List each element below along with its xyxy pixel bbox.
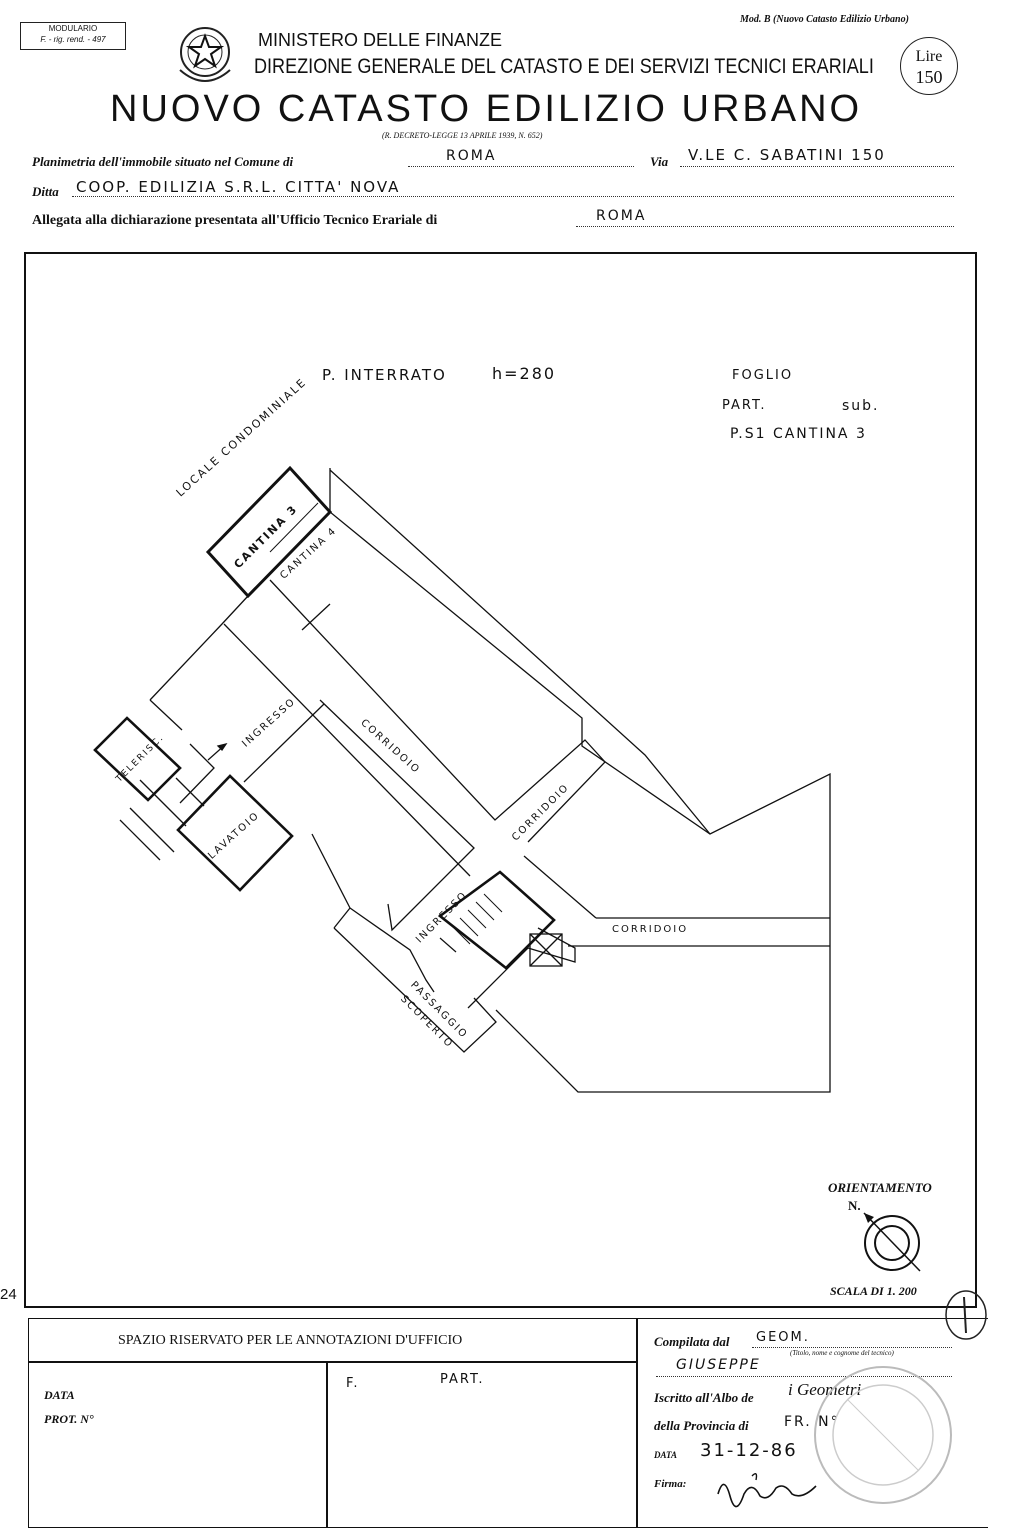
floor-plan-drawing <box>93 465 831 1093</box>
allegata-value: ROMA <box>596 208 647 224</box>
office-divider <box>636 1318 638 1528</box>
office-f-label: F. <box>346 1376 360 1391</box>
unit-label: P.S1 CANTINA 3 <box>730 426 867 442</box>
provincia-label: della Provincia di <box>654 1418 749 1433</box>
allegata-label: Allegata alla dichiarazione presentata a… <box>32 213 438 228</box>
office-header-rule <box>28 1361 638 1363</box>
north-label: N. <box>848 1198 861 1213</box>
office-data-label: DATA <box>44 1388 75 1402</box>
planimetria-label: Planimetria dell'immobile situato nel Co… <box>32 154 294 169</box>
allegata-line <box>576 226 954 227</box>
via-label: Via <box>650 154 669 169</box>
page-corner-mark-icon <box>945 1290 987 1340</box>
modulario-line2: F. - rig. rend. - 497 <box>40 35 106 44</box>
model-label: Mod. B (Nuovo Catasto Edilizio Urbano) <box>740 14 909 25</box>
compilata-label: Compilata dal <box>654 1334 730 1349</box>
office-mid-rule <box>326 1361 328 1528</box>
ditta-line <box>72 196 954 197</box>
albo-value: i Geometri <box>788 1380 862 1399</box>
orientation-label: ORIENTAMENTO <box>828 1180 932 1195</box>
lire-stamp: Lire 150 <box>900 37 958 95</box>
lire-value: 150 <box>915 67 943 87</box>
office-title: SPAZIO RISERVATO PER LE ANNOTAZIONI D'UF… <box>118 1333 463 1348</box>
margin-number: 24 <box>0 1286 17 1303</box>
modulario-line1: MODULARIO <box>48 24 98 33</box>
sub-label: sub. <box>842 398 880 414</box>
north-arrow-icon <box>863 1212 921 1272</box>
office-section <box>28 1318 988 1528</box>
ditta-value: COOP. EDILIZIA S.R.L. CITTA' NOVA <box>76 178 401 196</box>
firma-label: Firma: <box>654 1478 687 1490</box>
compiler-data-value: 31-12-86 <box>700 1440 798 1461</box>
office-prot-label: PROT. N° <box>44 1412 94 1426</box>
comune-line <box>408 166 634 167</box>
room-corridoio-3: CORRIDOIO <box>612 924 689 935</box>
floor-label: P. INTERRATO <box>322 366 447 384</box>
professional-stamp-icon <box>814 1366 952 1504</box>
direction-title: DIREZIONE GENERALE DEL CATASTO E DEI SER… <box>254 55 874 78</box>
via-value: V.LE C. SABATINI 150 <box>688 146 886 164</box>
name-line <box>656 1376 952 1377</box>
compiler-name: GIUSEPPE <box>676 1357 761 1373</box>
compilata-value: GEOM. <box>756 1330 810 1345</box>
compilata-line <box>752 1347 952 1348</box>
office-part-label: PART. <box>440 1372 485 1387</box>
via-line <box>680 166 954 167</box>
signature-icon <box>717 1473 817 1508</box>
floor-plan-frame <box>24 252 977 1308</box>
document-title: NUOVO CATASTO EDILIZIO URBANO <box>110 88 863 130</box>
compiler-data-label: DATA <box>654 1450 678 1460</box>
titolo-note: (Titolo, nome e cognome del tecnico) <box>790 1349 894 1357</box>
height-label: h=280 <box>492 364 557 383</box>
scale-label: SCALA DI 1. 200 <box>830 1284 917 1298</box>
provincia-value: FR. N° <box>784 1414 840 1430</box>
ministry-title: MINISTERO DELLE FINANZE <box>258 30 503 50</box>
decree-reference: (R. DECRETO-LEGGE 13 APRILE 1939, N. 652… <box>382 131 543 140</box>
foglio-label: FOGLIO <box>732 368 794 383</box>
albo-label: Iscritto all'Albo de <box>654 1390 754 1405</box>
modulario-box: MODULARIO F. - rig. rend. - 497 <box>20 22 126 50</box>
part-label: PART. <box>722 398 767 413</box>
republic-emblem-icon <box>179 27 231 82</box>
lire-label: Lire <box>915 48 943 65</box>
comune-value: ROMA <box>446 148 497 164</box>
ditta-label: Ditta <box>32 184 59 199</box>
